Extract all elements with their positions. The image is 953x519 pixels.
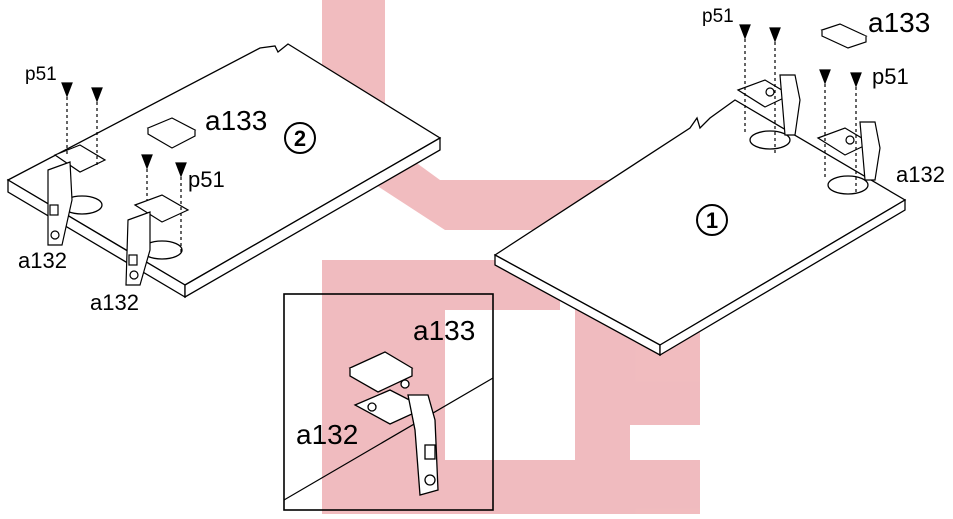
detail-hinge-a132 (353, 379, 439, 496)
step-2-badge: 2 (284, 122, 316, 154)
panel-2-hinge-left (47, 144, 107, 246)
label-p51-panel2-left: p51 (25, 64, 57, 85)
label-p51-panel1-right: p51 (872, 64, 909, 89)
panel-1-clip-a133 (820, 23, 868, 49)
step-2-number: 2 (294, 126, 306, 151)
label-p51-panel2-mid: p51 (188, 167, 225, 192)
label-p51-panel1-top: p51 (702, 6, 734, 27)
panel-2-screws (61, 82, 187, 255)
label-a132-panel1: a132 (896, 162, 945, 187)
panel-1-hinge-top (736, 74, 801, 136)
label-a132-panel2-left: a132 (18, 248, 67, 273)
label-a132-detail: a132 (296, 419, 358, 450)
label-a133-panel2: a133 (205, 105, 267, 136)
panel-1-screws (739, 24, 862, 195)
label-a132-panel2-mid: a132 (90, 290, 139, 315)
detail-inset: a133 a132 (283, 293, 494, 511)
panel-1-hinge-right (816, 121, 881, 181)
panel-2-hinge-mid (125, 194, 190, 286)
detail-clip-a133 (348, 351, 414, 393)
panel-2-clip-a133 (146, 117, 197, 149)
label-a133-detail: a133 (413, 315, 475, 346)
label-a133-panel1: a133 (868, 7, 930, 38)
step-1-number: 1 (706, 208, 718, 233)
step-1-badge: 1 (696, 204, 728, 236)
